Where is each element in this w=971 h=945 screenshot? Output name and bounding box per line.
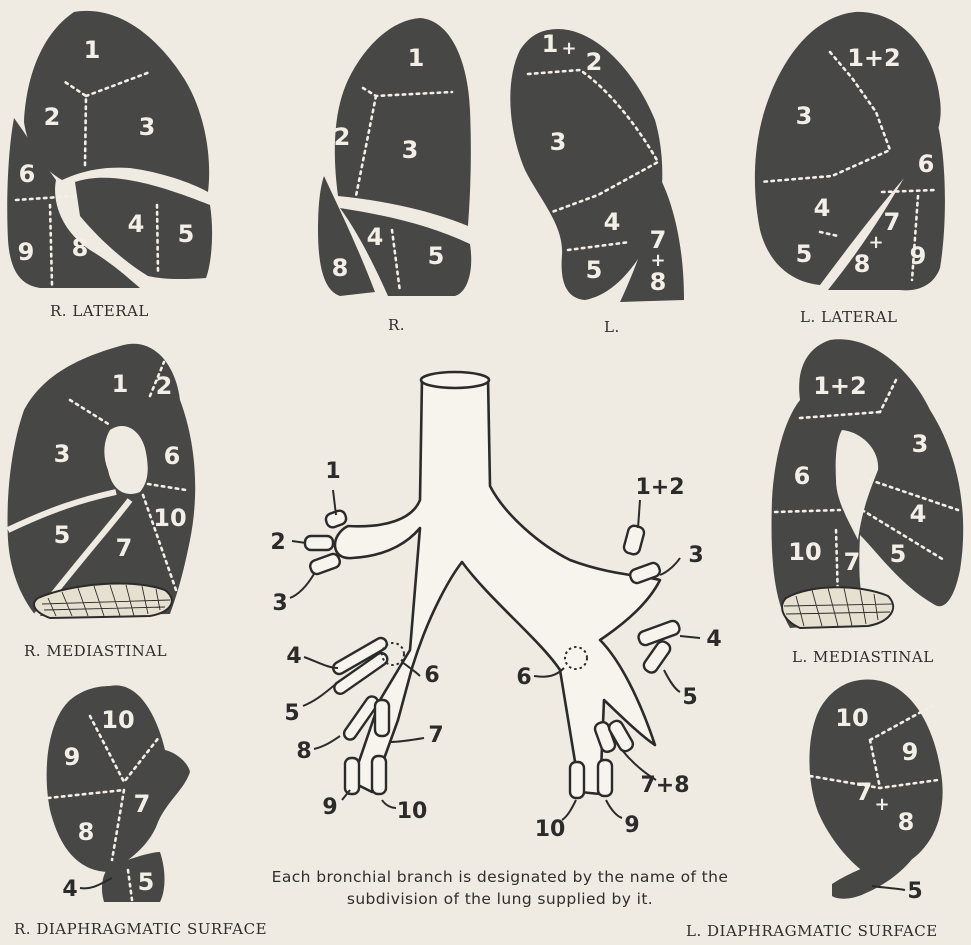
seg-label: 8 <box>332 254 349 282</box>
l-mediastinal-view: 1+2 3 6 4 10 7 5 <box>772 339 964 628</box>
seg-label: 1 <box>408 44 425 72</box>
seg-label: 4 <box>128 210 145 238</box>
l-lateral-view: 1+2 3 6 4 7 + 5 8 9 <box>755 12 945 290</box>
bronchus-label-right: 1 <box>325 459 340 484</box>
seg-label: 5 <box>428 242 445 270</box>
seg-label: 1 <box>112 370 129 398</box>
seg-label: 5 <box>586 256 603 284</box>
seg-label: 2 <box>334 123 351 151</box>
bronchus-label-left: 1+2 <box>635 475 684 500</box>
seg-label: 6 <box>164 442 181 470</box>
seg-label: 9 <box>64 743 81 771</box>
seg-label: 10 <box>153 504 186 532</box>
seg-label: 6 <box>19 160 36 188</box>
caption-l: L. <box>604 318 620 336</box>
l-diaphragmatic-lung <box>809 679 942 873</box>
seg-label: 5 <box>54 521 71 549</box>
seg-label: 1 <box>542 30 559 58</box>
bronchus-label-left: 10 <box>535 817 566 842</box>
seg-label: 10 <box>788 538 821 566</box>
caption-r: R. <box>388 316 405 334</box>
bronchus-label-left: 4 <box>706 627 721 652</box>
seg-label: 6 <box>794 462 811 490</box>
seg-label: 3 <box>402 136 419 164</box>
l-diaphragm-leader-label: 5 <box>907 879 922 904</box>
seg-label: 2 <box>586 48 603 76</box>
seg-label: 4 <box>814 194 831 222</box>
bronchus-label-right: 2 <box>270 530 285 555</box>
seg-label: 3 <box>550 128 567 156</box>
l-diaphragmatic-view: 10 9 7 + 8 5 <box>809 679 942 904</box>
seg-label: 4 <box>910 500 927 528</box>
bronchus-label-right: 4 <box>286 644 301 669</box>
trachea-opening <box>421 372 489 388</box>
seg-label: 7 <box>844 548 861 576</box>
seg-label: 3 <box>54 440 71 468</box>
caption-r-lateral: R. LATERAL <box>50 302 149 320</box>
seg-label: + <box>561 38 576 59</box>
bronchus-label-left: 7+8 <box>640 773 689 798</box>
seg-label: 5 <box>178 220 195 248</box>
seg-label: 9 <box>902 738 919 766</box>
bronchus-label-right: 8 <box>296 739 311 764</box>
note-line-2: subdivision of the lung supplied by it. <box>200 888 800 910</box>
seg-label: 5 <box>138 868 155 896</box>
seg-label: 4 <box>604 208 621 236</box>
r-diaphragmatic-view: 10 9 7 8 5 4 <box>47 685 190 902</box>
bronchus-label-right: 10 <box>397 799 428 824</box>
bronchial-tree: 1 2 3 4 5 6 8 7 9 10 1+2 3 4 5 6 7+8 10 … <box>270 372 721 842</box>
caption-l-mediastinal: L. MEDIASTINAL <box>792 648 934 666</box>
seg-label: 7 <box>116 534 133 562</box>
caption-l-lateral: L. LATERAL <box>800 308 898 326</box>
seg-label: 8 <box>898 808 915 836</box>
figure-note: Each bronchial branch is designated by t… <box>200 866 800 910</box>
seg-label: 9 <box>18 238 35 266</box>
r-lateral-view: 1 2 3 6 4 5 9 8 <box>7 11 212 288</box>
seg-label: 2 <box>44 103 61 131</box>
seg-label: 1+2 <box>847 44 901 72</box>
bronchus-label-left: 9 <box>624 813 639 838</box>
seg-label: 8 <box>650 268 667 296</box>
seg-label: 8 <box>78 818 95 846</box>
bronchus-label-right: 6 <box>424 663 439 688</box>
seg-label: 1+2 <box>813 372 867 400</box>
bronchus-label-left: 6 <box>516 665 531 690</box>
seg-label: 3 <box>796 102 813 130</box>
seg-label: 5 <box>796 240 813 268</box>
caption-r-diaphragmatic: R. DIAPHRAGMATIC SURFACE <box>14 920 267 938</box>
bronchus-label-right: 7 <box>428 723 443 748</box>
caption-r-mediastinal: R. MEDIASTINAL <box>24 642 167 660</box>
seg-label: 5 <box>890 540 907 568</box>
seg-label: 7 <box>884 208 901 236</box>
bronchus-label-right: 9 <box>322 795 337 820</box>
seg-label: 6 <box>918 150 935 178</box>
seg-label: 3 <box>912 430 929 458</box>
seg-label: 8 <box>854 250 871 278</box>
seg-label: + <box>868 232 883 253</box>
seg-label: 2 <box>156 372 173 400</box>
bronchus-label-right: 3 <box>272 591 287 616</box>
r-diaphragm-leader-label: 4 <box>62 877 77 902</box>
bronchus-label-right: 5 <box>284 701 299 726</box>
seg-label: 10 <box>101 706 134 734</box>
seg-label: 1 <box>84 36 101 64</box>
bronchus-label-left: 3 <box>688 543 703 568</box>
seg-label: 7 <box>856 778 873 806</box>
r-lateral-upper-lobe <box>24 11 209 192</box>
note-line-1: Each bronchial branch is designated by t… <box>200 866 800 888</box>
seg-label: 8 <box>72 234 89 262</box>
seg-label: 9 <box>910 242 927 270</box>
seg-label: 3 <box>139 113 156 141</box>
l-front-view: 1 + 2 3 4 5 7 + 8 <box>510 29 684 302</box>
seg-label: 4 <box>367 223 384 251</box>
bronchus-label-left: 5 <box>682 685 697 710</box>
seg-label: + <box>874 794 889 815</box>
seg-label: 7 <box>134 790 151 818</box>
r-mediastinal-view: 1 2 3 6 10 5 7 <box>8 344 196 618</box>
seg-label: 10 <box>835 704 868 732</box>
caption-l-diaphragmatic: L. DIAPHRAGMATIC SURFACE <box>686 922 938 940</box>
r-front-view: 1 2 3 4 5 8 <box>318 18 471 296</box>
